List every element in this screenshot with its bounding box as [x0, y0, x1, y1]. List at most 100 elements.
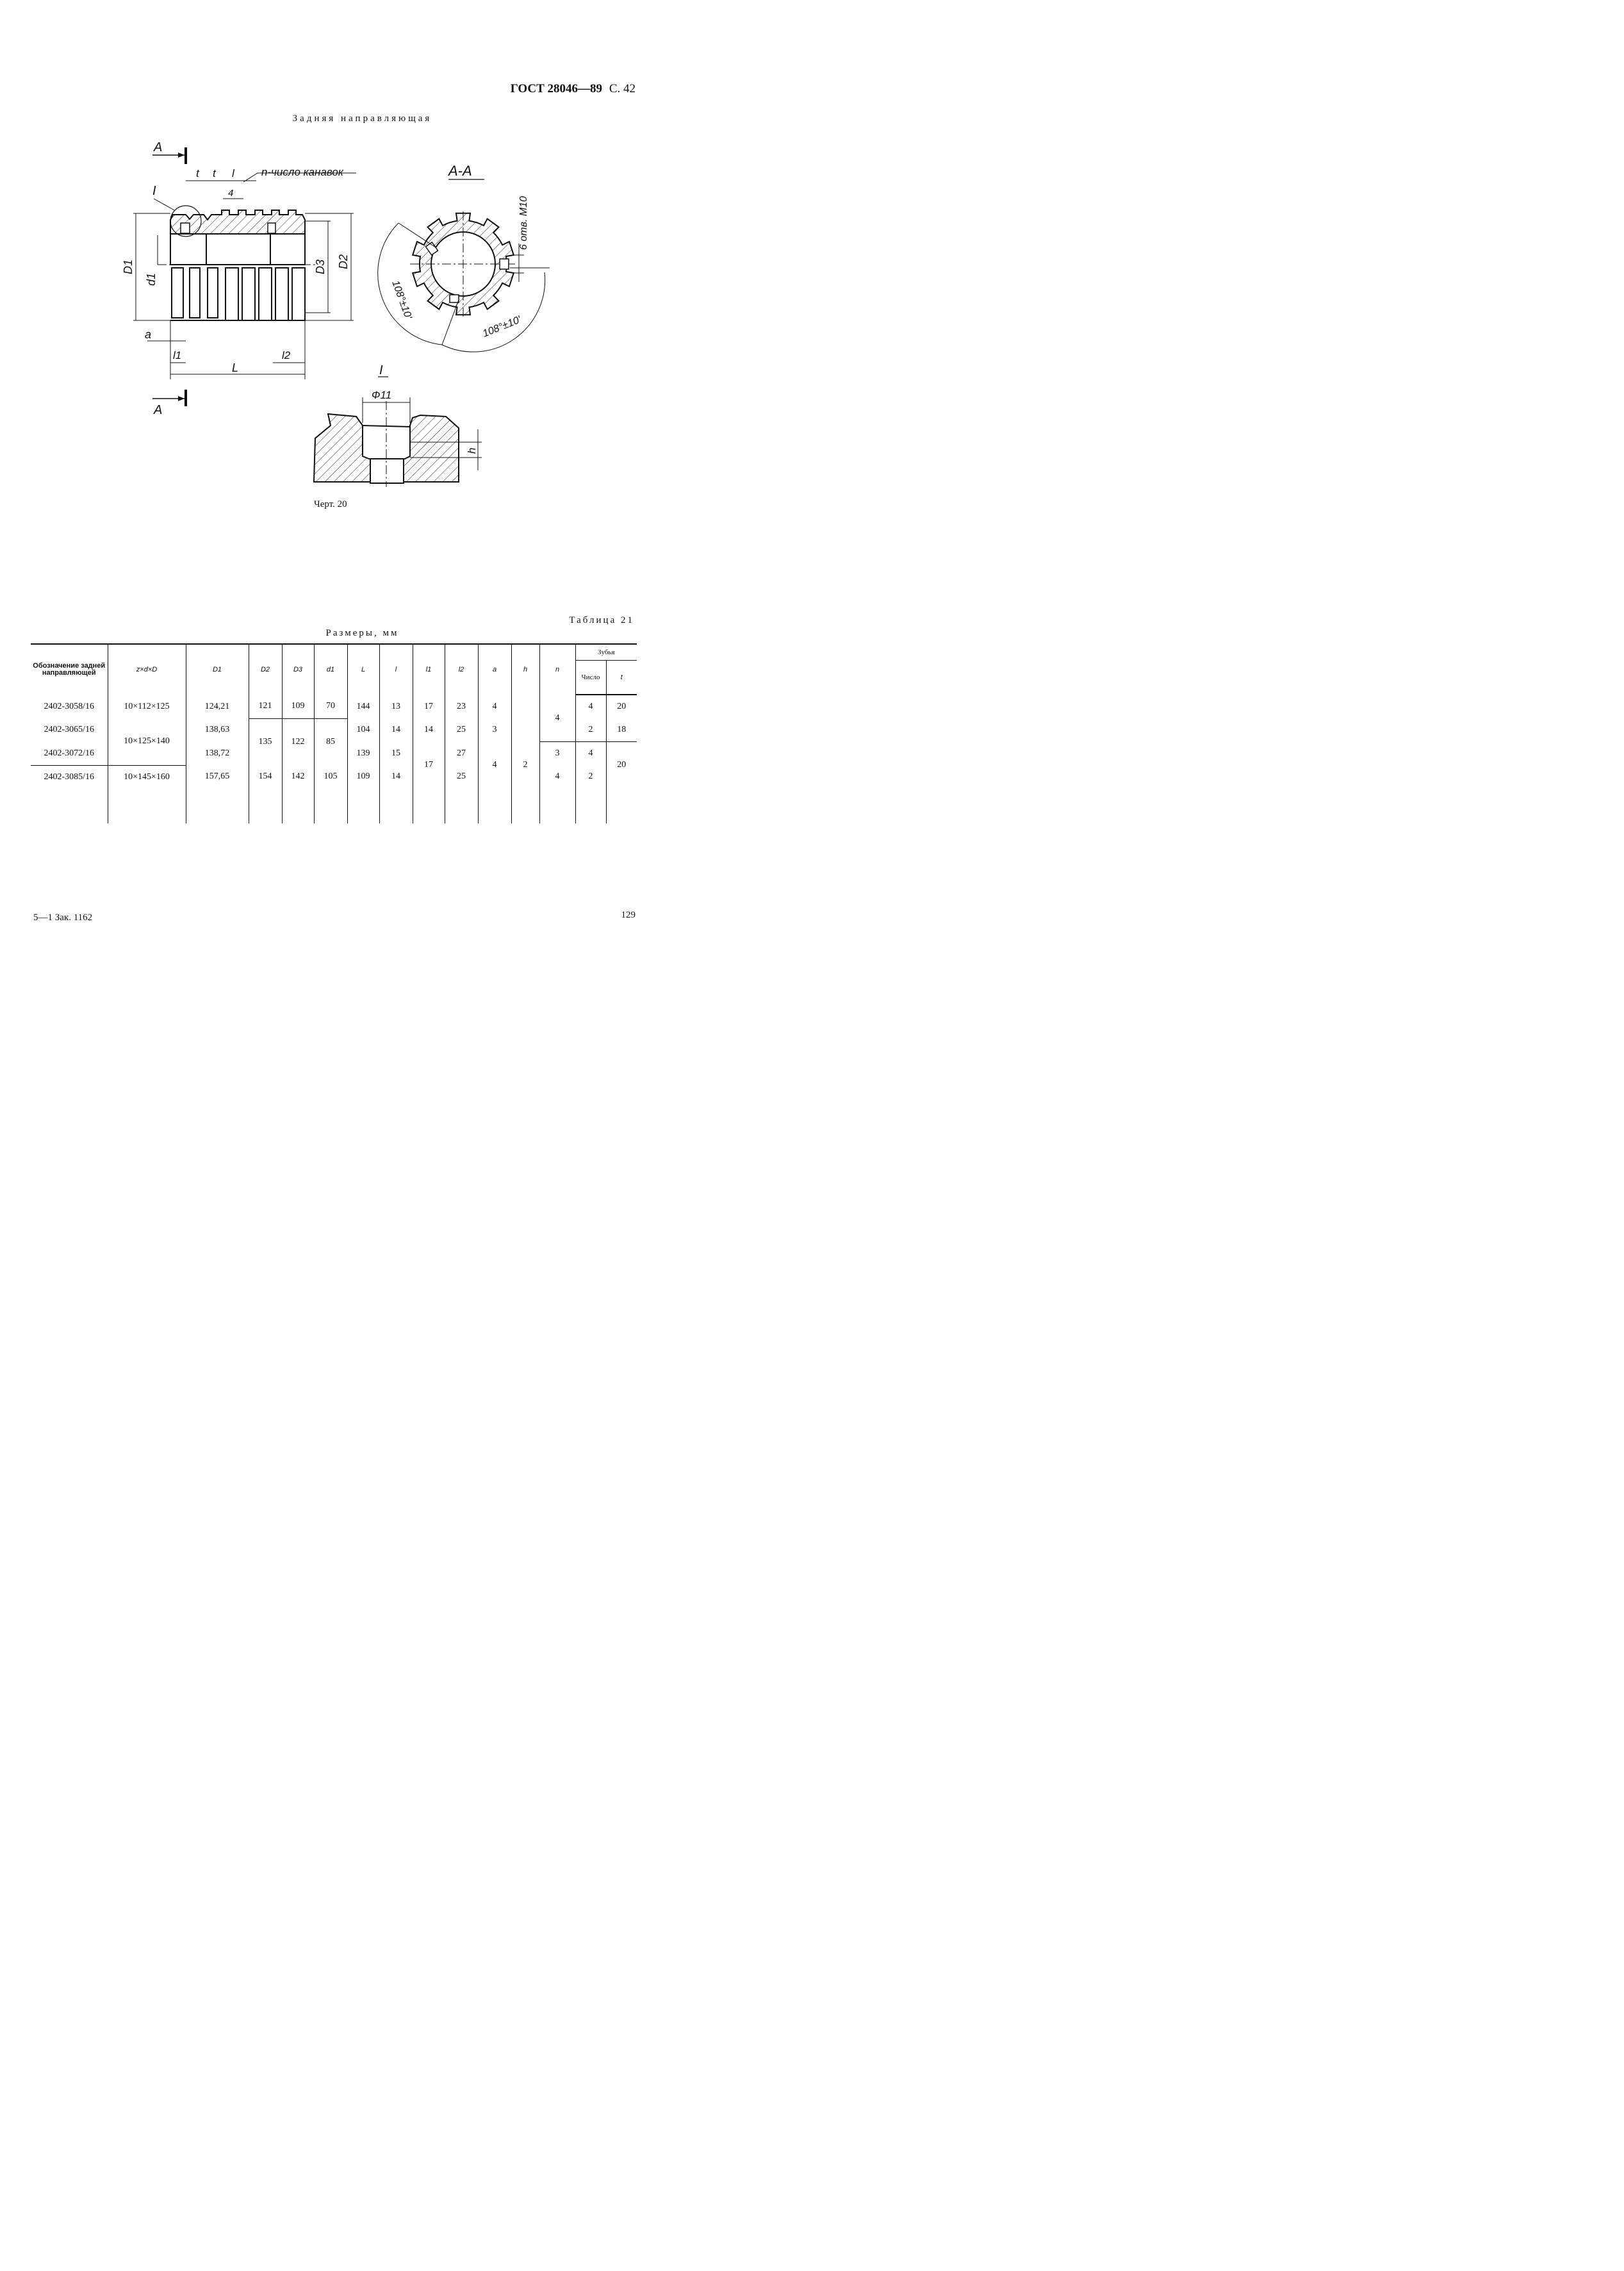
cell-l2: 23 — [444, 695, 478, 718]
detail-title: I — [379, 363, 383, 377]
cell-D1: 138,72 — [185, 741, 249, 765]
table-title: Размеры, мм — [325, 628, 399, 638]
cell-zdD: 10×112×125 — [107, 695, 186, 718]
table-row: 2402-3058/16 10×112×125 124,21 121 109 7… — [31, 695, 637, 742]
table-row: 2402-3085/16 10×145×160 157,65 154 142 1… — [31, 764, 637, 789]
table-caption: Таблица 21 — [569, 615, 634, 625]
header-l1: l1 — [412, 643, 445, 695]
cell-l2: 25 — [444, 765, 478, 789]
table-row: 2402-3065/16 10×125×140 138,63 135 122 8… — [31, 718, 637, 765]
header-D1: D1 — [185, 643, 249, 695]
cell-count: 2 — [575, 718, 606, 742]
header-D3: D3 — [281, 643, 314, 695]
cell-count: 4 — [575, 695, 606, 718]
cell-D1: 124,21 — [185, 695, 249, 718]
header-teeth: Зубья — [575, 643, 637, 661]
cell-L: 109 — [347, 765, 379, 789]
cell-l: 13 — [379, 695, 413, 718]
cell-a: 4 — [477, 741, 511, 789]
label-t: t — [196, 167, 200, 179]
header-d1: d1 — [313, 643, 347, 695]
cell-n: 4 — [539, 765, 575, 789]
label-d1: d1 — [145, 273, 158, 286]
label-D1: D1 — [122, 260, 135, 274]
cell-designation: 2402-3058/16 — [44, 701, 95, 711]
label-l2: l2 — [282, 349, 291, 361]
header-n: n — [539, 643, 575, 695]
cell-l: 15 — [379, 741, 413, 765]
page-header: ГОСТ 28046—89 С. 42 — [487, 82, 636, 96]
figure-caption: Черт. 20 — [314, 499, 347, 509]
cell-zdD: 10×145×160 — [107, 764, 186, 789]
label-four: 4 — [228, 188, 233, 199]
cell-l2: 25 — [444, 718, 478, 742]
cell-zdD: 10×125×140 — [107, 718, 186, 765]
header-zdD: z×d×D — [107, 643, 186, 695]
label-L: L — [232, 361, 238, 374]
section-mark-bottom: A — [152, 390, 187, 417]
cell-h: 2 — [511, 741, 539, 789]
cell-D1: 157,65 — [185, 765, 249, 789]
section-title: A-A — [447, 163, 472, 179]
label-l: l — [232, 167, 235, 179]
cell-L: 104 — [347, 718, 379, 742]
cell-D3: 109 — [281, 695, 314, 719]
page-number: 129 — [621, 910, 636, 920]
cell-t: 20 — [605, 741, 637, 789]
cell-designation: 2402-3065/16 — [44, 725, 95, 735]
standard-number: ГОСТ 28046—89 — [510, 82, 603, 95]
header-D2: D2 — [248, 643, 282, 695]
page-reference: С. 42 — [609, 82, 636, 95]
cell-l1: 14 — [412, 718, 445, 742]
cell-d1: 70 — [313, 695, 347, 719]
header-a: a — [477, 643, 511, 695]
drawing-title: Задняя направляющая — [292, 113, 432, 124]
cell-D2: 121 — [248, 695, 282, 719]
label-holes: 6 отв. M10 — [518, 196, 529, 250]
cell-l1: 17 — [412, 695, 445, 718]
section-mark-letter: A — [153, 403, 162, 417]
header-L: L — [347, 643, 379, 695]
label-a: a — [145, 328, 151, 341]
cell-d1: 85 — [313, 718, 347, 765]
table-spacer — [31, 788, 637, 823]
cell-l: 14 — [379, 765, 413, 789]
cell-t: 18 — [605, 718, 637, 742]
detail-mark: I — [152, 184, 156, 198]
cell-h — [511, 695, 539, 742]
print-order: 5—1 Зак. 1162 — [33, 913, 93, 923]
side-view — [133, 172, 356, 379]
label-angle-right: 108°±10' — [481, 314, 523, 340]
label-angle-left: 108°±10' — [390, 279, 414, 322]
cell-count: 4 — [575, 741, 606, 765]
cell-l: 14 — [379, 718, 413, 742]
label-l1: l1 — [173, 349, 181, 361]
header-teeth-count: Число — [575, 660, 606, 695]
cell-designation: 2402-3085/16 — [31, 764, 108, 789]
cell-a: 4 — [477, 695, 511, 718]
label-groove-count: n-число канавок — [261, 166, 344, 178]
label-D3: D3 — [314, 260, 327, 274]
section-view: A-A — [377, 163, 550, 352]
cell-D3: 142 — [281, 765, 314, 789]
header-designation: Обозначение задней направляющей — [31, 643, 108, 695]
header-t: t — [605, 660, 637, 695]
section-mark-top: A — [152, 140, 187, 164]
cell-a: 3 — [477, 718, 511, 742]
cell-D3: 122 — [281, 718, 314, 765]
label-h: h — [466, 448, 478, 454]
cell-count: 2 — [575, 765, 606, 789]
cell-n: 3 — [539, 741, 575, 765]
cell-n: 4 — [539, 695, 575, 742]
cell-d1: 105 — [313, 765, 347, 789]
cell-L: 144 — [347, 695, 379, 718]
cell-l2: 27 — [444, 741, 478, 765]
cell-D1: 138,63 — [185, 718, 249, 742]
header-h: h — [511, 643, 539, 695]
label-phi11: Ф11 — [372, 389, 391, 401]
table-row: 2402-3072/16 138,72 139 15 17 27 4 2 3 4… — [31, 741, 637, 789]
technical-drawing: A A — [122, 140, 550, 487]
cell-D2: 154 — [248, 765, 282, 789]
header-l: l — [379, 643, 413, 695]
detail-view: I — [313, 363, 482, 487]
